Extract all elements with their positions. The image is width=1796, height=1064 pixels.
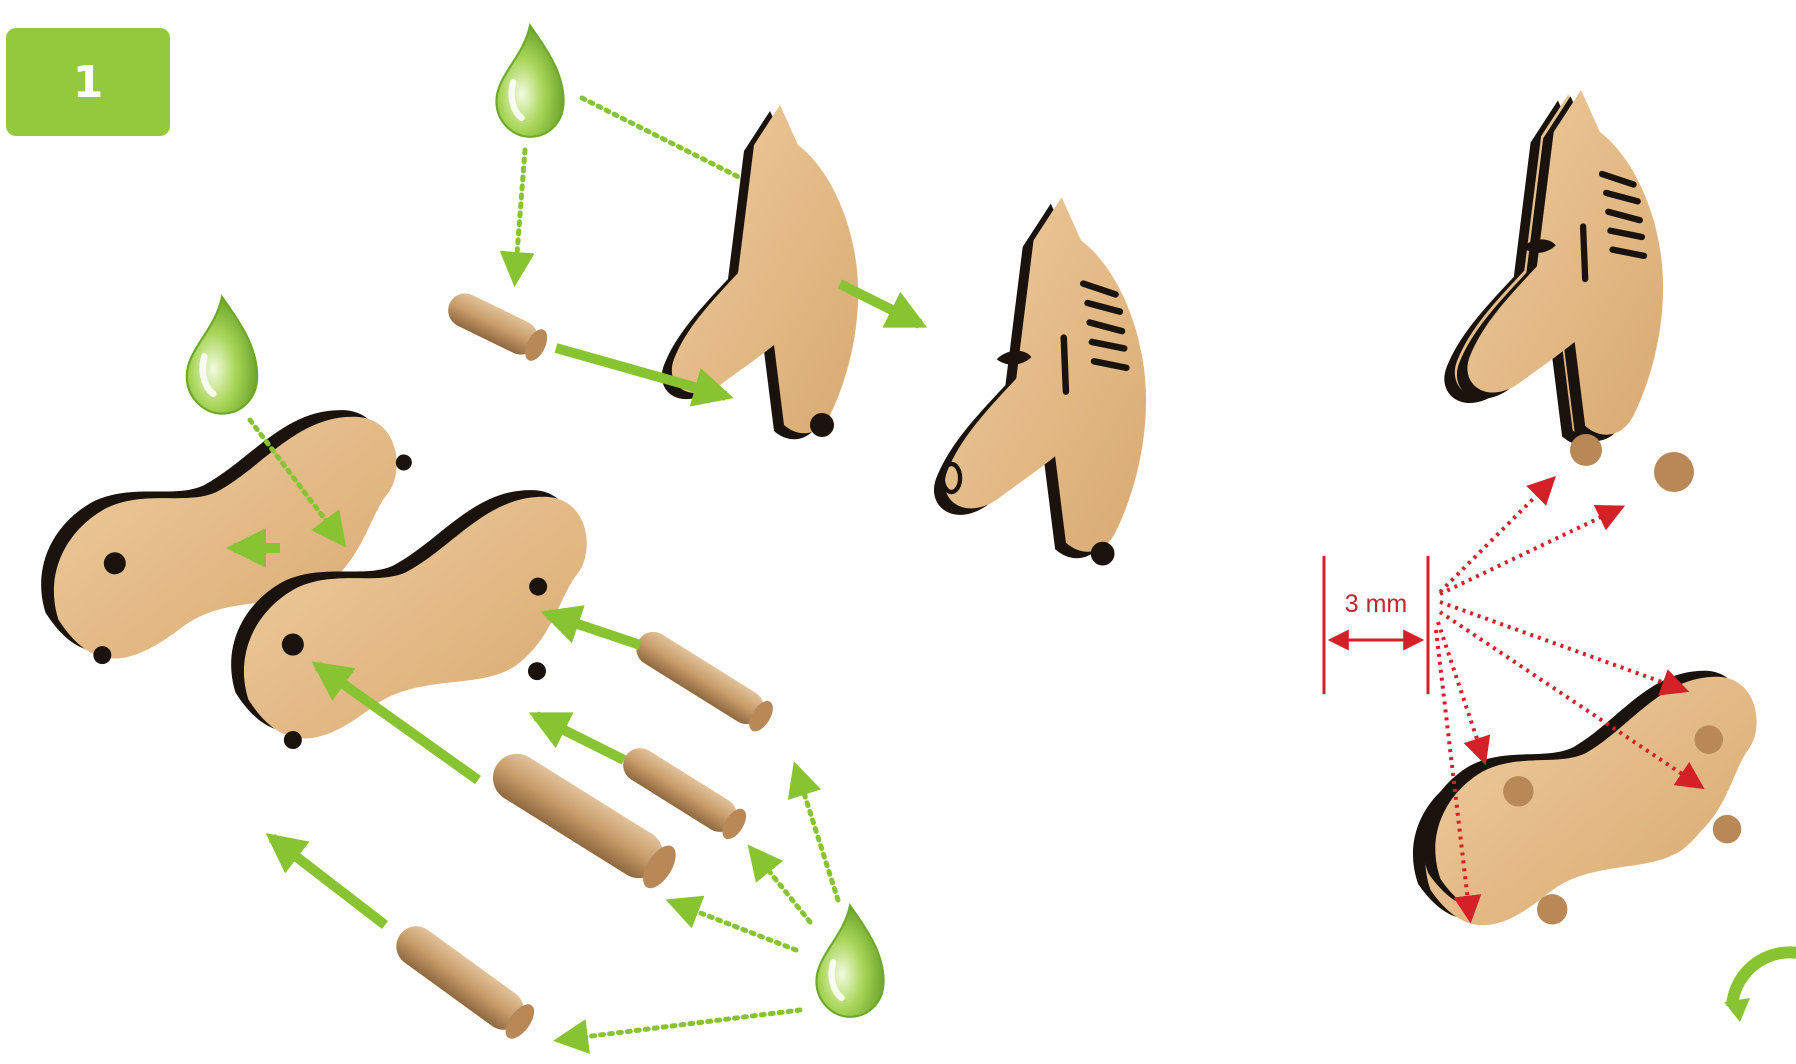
- dowel: [636, 631, 773, 732]
- measurement-label: 3 mm: [1345, 590, 1408, 618]
- body-piece-back: [25, 404, 415, 666]
- glue-drop-icon: [187, 297, 257, 414]
- glue-dotted-arrows: [247, 95, 841, 1054]
- horse-head-front: [933, 197, 1146, 566]
- assembled-body: [1393, 663, 1779, 935]
- dowel-depth-arrows: [1434, 476, 1705, 924]
- measurement-3mm: 3 mm: [1322, 556, 1430, 694]
- glue-drop-icon: [816, 906, 883, 1017]
- glue-drop-icon: [496, 26, 563, 137]
- body-piece-front: [215, 484, 605, 750]
- rotate-icon: [1724, 946, 1796, 1022]
- insert-arrows-top: [554, 279, 928, 407]
- dowel-end: [1570, 434, 1602, 466]
- dowel: [448, 293, 548, 361]
- dowel: [492, 753, 676, 889]
- assembled-horse-head: [1444, 90, 1664, 446]
- dowel-end: [1654, 452, 1694, 492]
- dowel: [623, 748, 747, 840]
- insert-arrows-left: [226, 528, 642, 929]
- step-number-badge: 1: [6, 28, 170, 136]
- horse-head-back: [661, 105, 859, 440]
- dowel: [396, 926, 535, 1039]
